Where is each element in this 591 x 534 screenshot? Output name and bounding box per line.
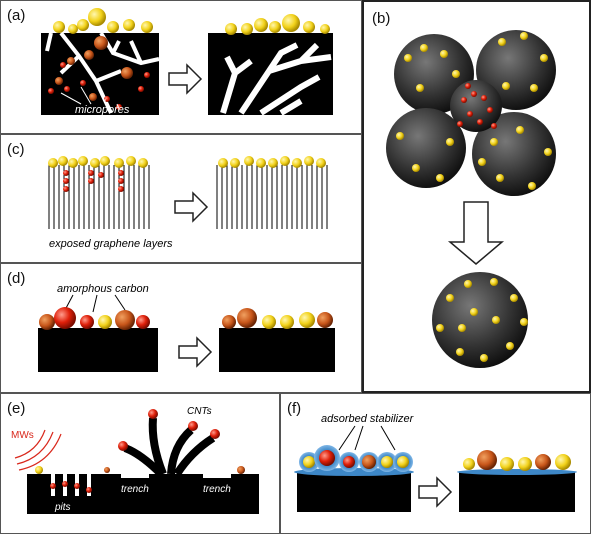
panel-e-illustration: MWs CNTs trench trench pits [11,406,259,514]
panel-b: (b) [362,0,591,393]
cnt-label: CNTs [187,406,212,417]
panel-a-illustration: micropores [41,8,333,116]
mw-label: MWs [11,430,34,441]
panel-f-label: (f) [287,400,302,417]
pits-label: pits [54,502,71,513]
panel-a-annotation: micropores [75,104,130,116]
panel-d-illustration: amorphous carbon [38,283,335,372]
trench-label-1: trench [121,484,149,495]
panel-d: (d) amorphous carbon [0,263,362,393]
panel-a-label: (a) [7,7,26,24]
panel-c-illustration: exposed graphene layers [48,156,328,250]
panel-f: (f) adsorbed stabilizer [280,393,591,534]
trench-label-2: trench [203,484,231,495]
panel-e: (e) MWs CNTs trench trench pits [0,393,280,534]
panel-d-label: (d) [7,270,26,287]
panel-c-label: (c) [7,141,25,158]
panel-b-label: (b) [372,10,391,27]
panel-d-annotation: amorphous carbon [57,283,149,295]
panel-a: (a) [0,0,362,134]
panel-c-annotation: exposed graphene layers [49,238,173,250]
panel-b-illustration [386,30,556,368]
panel-f-illustration: adsorbed stabilizer [294,413,577,512]
panel-c: (c) exposed graphene [0,134,362,263]
panel-e-label: (e) [7,400,26,417]
panel-f-annotation: adsorbed stabilizer [321,413,415,425]
